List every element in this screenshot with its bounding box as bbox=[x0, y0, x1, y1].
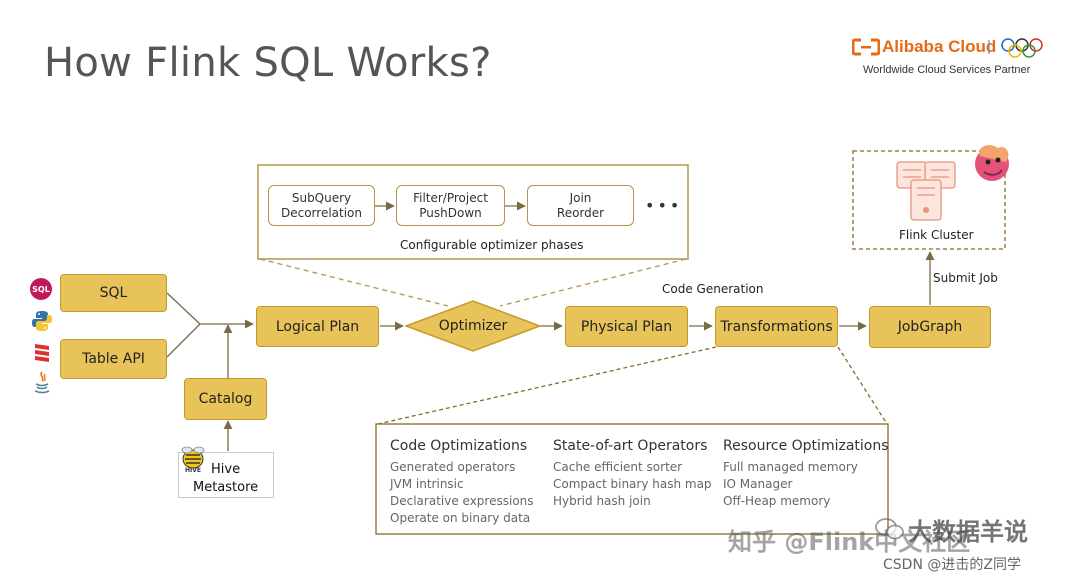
metastore-label: Metastore bbox=[193, 480, 259, 495]
wechat-icon bbox=[875, 518, 904, 540]
olympic-rings-icon bbox=[1001, 38, 1043, 58]
phase-join-reorder: Join Reorder bbox=[527, 185, 634, 226]
submit-job-label: Submit Job bbox=[933, 271, 998, 285]
hive-logo-text: HIVE bbox=[185, 467, 201, 474]
column-item: Declarative expressions bbox=[390, 494, 534, 508]
phase-label-line2: Decorrelation bbox=[280, 205, 362, 220]
code-optimizations-column: Code Optimizations Generated operators J… bbox=[390, 438, 534, 527]
optimizer-phases-caption: Configurable optimizer phases bbox=[400, 238, 584, 252]
java-icon bbox=[34, 371, 50, 394]
alibaba-cloud-icon bbox=[852, 38, 880, 56]
scala-icon bbox=[35, 344, 49, 362]
column-heading: State-of-art Operators bbox=[553, 438, 708, 454]
state-of-art-operators-column: State-of-art Operators Cache efficient s… bbox=[553, 438, 712, 510]
column-item: JVM intrinsic bbox=[390, 477, 464, 491]
column-heading: Code Optimizations bbox=[390, 438, 528, 454]
logical-plan-box: Logical Plan bbox=[256, 306, 379, 347]
phase-label-line1: Filter/Project bbox=[413, 190, 488, 205]
column-heading: Resource Optimizations bbox=[723, 438, 889, 454]
column-item: IO Manager bbox=[723, 477, 793, 491]
hive-metastore-box: HIVE Hive Metastore bbox=[178, 446, 274, 498]
phase-label-line1: Join bbox=[569, 190, 592, 205]
server-cluster-icon bbox=[896, 161, 956, 221]
blog-watermark: 大数据羊说 bbox=[908, 518, 1028, 546]
hive-bee-icon bbox=[181, 446, 205, 469]
column-item: Generated operators bbox=[390, 460, 516, 474]
table-api-box: Table API bbox=[60, 339, 167, 379]
code-generation-label: Code Generation bbox=[662, 282, 764, 296]
phase-subquery-decorrelation: SubQuery Decorrelation bbox=[268, 185, 375, 226]
physical-plan-box: Physical Plan bbox=[565, 306, 688, 347]
column-item: Compact binary hash map bbox=[553, 477, 712, 491]
column-item: Hybrid hash join bbox=[553, 494, 651, 508]
sql-icon: SQL bbox=[30, 278, 52, 300]
logo-separator: | bbox=[987, 38, 991, 55]
sql-box: SQL bbox=[60, 274, 167, 312]
column-item: Off-Heap memory bbox=[723, 494, 831, 508]
slide-title: How Flink SQL Works? bbox=[44, 40, 492, 86]
column-item: Full managed memory bbox=[723, 460, 858, 474]
partner-text: Worldwide Cloud Services Partner bbox=[863, 64, 1031, 76]
optimizer-diamond bbox=[405, 300, 541, 352]
flink-squirrel-icon bbox=[975, 145, 1009, 181]
catalog-box: Catalog bbox=[184, 378, 267, 420]
brand-name: Alibaba Cloud bbox=[882, 37, 997, 56]
csdn-watermark: CSDN @进击的Z同学 bbox=[883, 557, 1021, 573]
phase-filter-project-pushdown: Filter/Project PushDown bbox=[396, 185, 505, 226]
column-item: Operate on binary data bbox=[390, 511, 531, 525]
transformations-box: Transformations bbox=[715, 306, 838, 347]
phase-label-line2: PushDown bbox=[419, 205, 482, 220]
alibaba-cloud-logo: Alibaba Cloud | Worldwide Cloud Services… bbox=[852, 36, 1052, 80]
resource-optimizations-column: Resource Optimizations Full managed memo… bbox=[723, 438, 889, 510]
optimizer-label: Optimizer bbox=[438, 318, 508, 334]
python-icon bbox=[32, 311, 52, 331]
flink-cluster-label: Flink Cluster bbox=[899, 228, 974, 242]
zhihu-watermark: 知乎 @Flink中文社区 bbox=[728, 528, 971, 556]
more-phases-ellipsis: ••• bbox=[645, 196, 683, 215]
hive-label: Hive bbox=[211, 462, 241, 477]
jobgraph-box: JobGraph bbox=[869, 306, 991, 348]
phase-label-line2: Reorder bbox=[556, 205, 605, 220]
column-item: Cache efficient sorter bbox=[553, 460, 683, 474]
phase-label-line1: SubQuery bbox=[291, 190, 352, 205]
